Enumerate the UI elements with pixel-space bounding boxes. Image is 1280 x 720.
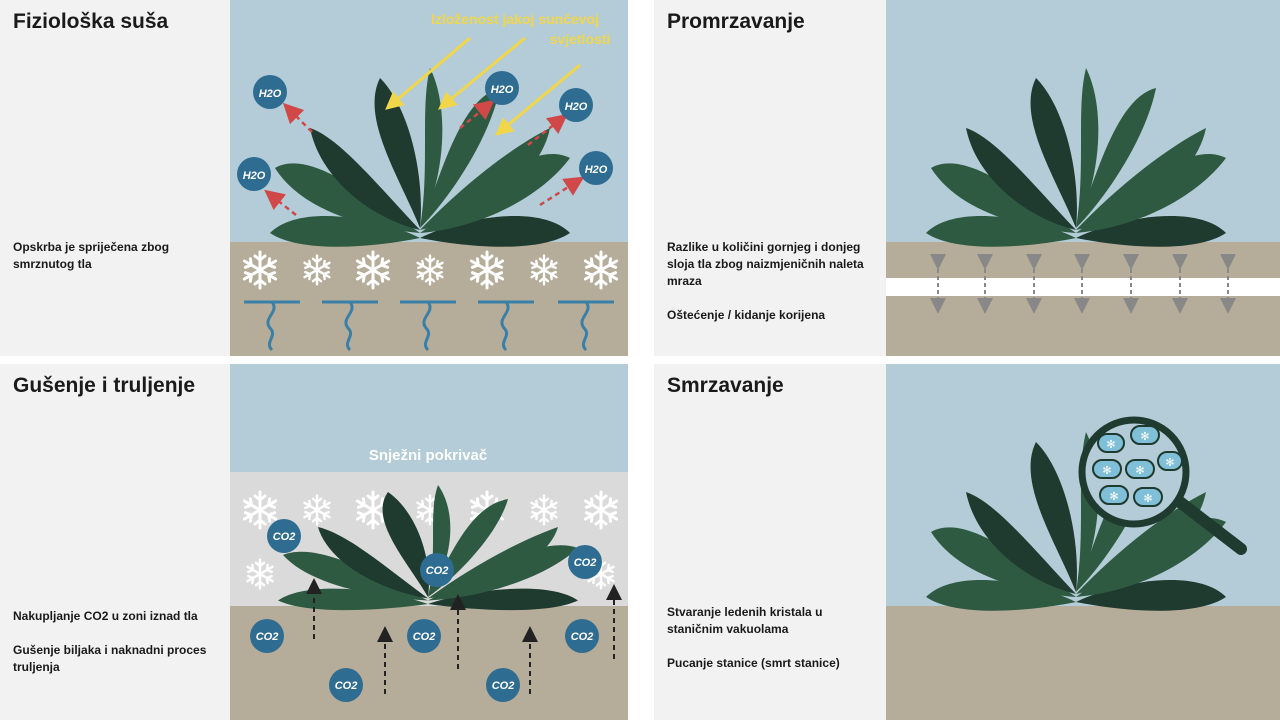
svg-text:✻: ✻ xyxy=(1102,464,1111,477)
suffocation-description-2: Gušenje biljaka i naknadni proces trulje… xyxy=(13,642,223,676)
suffocation-illustration: Snježni pokrivač CO2 CO2 CO2 CO2 CO2 CO2 xyxy=(230,364,628,720)
h2o-label: H2O xyxy=(243,170,266,182)
svg-text:✻: ✻ xyxy=(1140,430,1149,443)
co2-label: CO2 xyxy=(574,557,597,569)
panel-title-freezing: Smrzavanje xyxy=(667,374,784,398)
h2o-label: H2O xyxy=(585,164,608,176)
panel-description-freezing: Stvaranje ledenih kristala u staničnim v… xyxy=(667,604,872,689)
suffocation-description-1: Nakupljanje CO2 u zoni iznad tla xyxy=(13,608,223,625)
svg-text:✻: ✻ xyxy=(1165,456,1174,469)
h2o-label: H2O xyxy=(259,88,282,100)
co2-label: CO2 xyxy=(571,631,594,643)
co2-label: CO2 xyxy=(273,531,296,543)
svg-text:✻: ✻ xyxy=(1135,464,1144,477)
heaving-description-2: Oštećenje / kidanje korijena xyxy=(667,307,872,324)
co2-label: CO2 xyxy=(426,565,449,577)
heaving-illustration xyxy=(886,0,1280,356)
co2-label: CO2 xyxy=(256,631,279,643)
panel-description-heaving: Razlike u količini gornjeg i donjeg sloj… xyxy=(667,239,872,341)
panel-title-heaving: Promrzavanje xyxy=(667,10,805,34)
panel-title-drought: Fiziološka suša xyxy=(13,10,168,34)
snow-cover-label: Snježni pokrivač xyxy=(369,447,487,464)
panel-drought xyxy=(0,0,230,356)
freezing-description-1: Stvaranje ledenih kristala u staničnim v… xyxy=(667,604,872,638)
freezing-description-2: Pucanje stanice (smrt stanice) xyxy=(667,655,872,672)
panel-title-suffocation: Gušenje i truljenje xyxy=(13,374,195,398)
svg-text:✻: ✻ xyxy=(1106,438,1115,451)
co2-label: CO2 xyxy=(413,631,436,643)
svg-text:✻: ✻ xyxy=(1109,490,1118,503)
h2o-label: H2O xyxy=(565,101,588,113)
panel-description-drought: Opskrba je spriječena zbog smrznutog tla xyxy=(13,239,193,290)
sun-label-line-1: Izloženost jakoj sunčevoj xyxy=(431,11,599,27)
h2o-label: H2O xyxy=(491,84,514,96)
drought-illustration: Izloženost jakoj sunčevoj svjetlosti H2O… xyxy=(230,0,628,356)
co2-label: CO2 xyxy=(335,680,358,692)
heaving-description-1: Razlike u količini gornjeg i donjeg sloj… xyxy=(667,239,872,290)
freezing-illustration: ✻ ✻ ✻ ✻ ✻ ✻ ✻ xyxy=(886,364,1280,720)
svg-text:✻: ✻ xyxy=(1143,492,1152,505)
sun-label-line-2: svjetlosti xyxy=(550,31,611,47)
panel-description-suffocation: Nakupljanje CO2 u zoni iznad tla Gušenje… xyxy=(13,608,223,693)
co2-label: CO2 xyxy=(492,680,515,692)
drought-description: Opskrba je spriječena zbog smrznutog tla xyxy=(13,239,193,273)
